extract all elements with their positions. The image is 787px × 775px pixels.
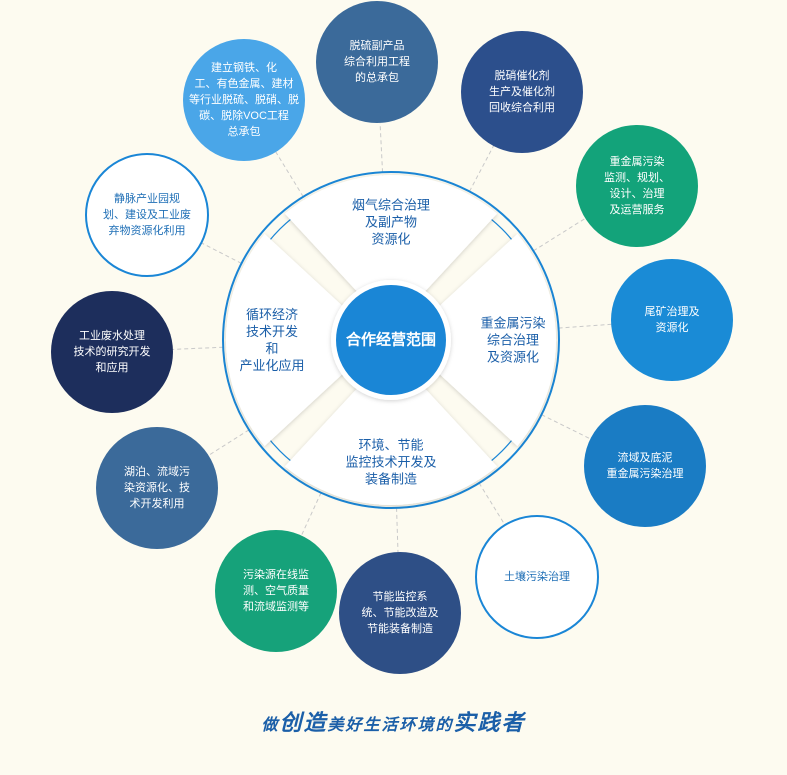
scope-circle-9-line-1: 湖泊、流域污	[124, 464, 190, 478]
scope-circle-2-line-3: 回收综合利用	[489, 100, 555, 114]
scope-circle-11-line-1: 静脉产业园规	[114, 191, 180, 205]
center-hub-fill	[336, 285, 446, 395]
scope-circle-8-line-3: 和流域监测等	[243, 599, 309, 613]
scope-circle-1-line-3: 的总承包	[355, 70, 399, 84]
scope-circle-6-line-1: 土壤污染治理	[504, 569, 570, 583]
sector-shape-bottom	[284, 383, 498, 506]
sector-shape-left	[225, 233, 348, 447]
slogan-big2: 实践者	[453, 710, 526, 736]
center-hub: 合作经营范围	[331, 280, 451, 400]
scope-circle-2-line-1: 脱硝催化剂	[495, 68, 550, 82]
sector-group: 烟气综合治理及副产物资源化重金属污染综合治理及资源化环境、节能监控技术开发及装备…	[225, 174, 557, 506]
sector-left-line-1: 循环经济	[246, 307, 298, 322]
scope-circle-9-line-3: 术开发利用	[130, 496, 185, 510]
outer-circles: 脱硫副产品综合利用工程的总承包脱硝催化剂生产及催化剂回收综合利用重金属污染监测、…	[51, 1, 733, 674]
scope-circle-3-line-2: 监测、规划、	[604, 170, 670, 184]
scope-circle-shape-2	[461, 31, 583, 153]
ring-outer	[222, 171, 560, 509]
scope-circle-shape-10	[51, 291, 173, 413]
scope-circle-1-line-1: 脱硫副产品	[350, 38, 405, 52]
scope-circle-12-line-1: 建立钢铁、化	[211, 60, 277, 74]
slogan: 做创造美好生活环境的实践者	[0, 705, 787, 737]
slogan-mid: 美好生活环境的	[327, 715, 454, 734]
sector-bottom-line-3: 装备制造	[365, 472, 417, 487]
sector-left-line-4: 产业化应用	[239, 358, 304, 373]
scope-circle-10-line-2: 技术的研究开发	[74, 344, 151, 358]
scope-circle-9-line-2: 染资源化、技	[124, 480, 190, 494]
scope-circle-8-line-2: 测、空气质量	[243, 583, 309, 597]
scope-circle-4-line-2: 资源化	[656, 320, 689, 334]
sector-left-line-2: 技术开发	[246, 324, 298, 339]
scope-circle-shape-3	[576, 125, 698, 247]
sector-left-line-3: 和	[265, 341, 278, 356]
scope-circle-4-line-1: 尾矿治理及	[645, 304, 700, 318]
slogan-pre: 做	[261, 715, 280, 734]
scope-circle-1-line-2: 综合利用工程	[344, 54, 410, 68]
scope-circle-shape-4	[611, 259, 733, 381]
sector-shape-top	[284, 174, 498, 297]
sector-bottom-line-1: 环境、节能	[358, 438, 423, 453]
sector-right-line-1: 重金属污染	[480, 316, 545, 331]
scope-circle-5-line-1: 流域及底泥	[618, 450, 673, 464]
scope-circle-7-line-2: 统、节能改造及	[362, 605, 439, 619]
sector-top-line-1: 烟气综合治理	[352, 198, 430, 213]
center-label: 合作经营范围	[345, 331, 436, 349]
scope-circle-shape-7	[339, 552, 461, 674]
scope-circle-shape-1	[316, 1, 438, 123]
scope-circle-3-line-4: 及运营服务	[610, 202, 665, 216]
scope-circle-shape-6	[475, 515, 599, 639]
sector-right-line-3: 及资源化	[487, 350, 539, 365]
scope-circle-shape-5	[584, 405, 706, 527]
business-scope-diagram: 烟气综合治理及副产物资源化重金属污染综合治理及资源化环境、节能监控技术开发及装备…	[51, 1, 733, 674]
sector-shape-right	[434, 233, 557, 447]
scope-circle-shape-12	[183, 39, 305, 161]
scope-circle-3-line-1: 重金属污染	[610, 154, 665, 168]
scope-circle-12-line-4: 碳、脱除VOC工程	[199, 108, 289, 122]
scope-circle-8-line-1: 污染源在线监	[243, 567, 309, 581]
scope-circle-5-line-2: 重金属污染治理	[607, 466, 684, 480]
slogan-big1: 创造	[279, 710, 328, 736]
scope-circle-shape-9	[96, 427, 218, 549]
scope-circle-12-line-2: 工、有色金属、建材	[195, 76, 294, 90]
scope-circle-6: 土壤污染治理	[475, 515, 599, 639]
sector-top-line-2: 及副产物	[365, 215, 417, 230]
scope-circle-11-line-2: 划、建设及工业废	[103, 207, 191, 221]
scope-circle-11-line-3: 弃物资源化利用	[109, 223, 186, 237]
scope-circle-3-line-3: 设计、治理	[610, 186, 665, 200]
sector-top-line-3: 资源化	[371, 232, 410, 247]
scope-circle-shape-11	[85, 153, 209, 277]
scope-circle-10-line-1: 工业废水处理	[79, 328, 145, 342]
scope-circle-7-line-1: 节能监控系	[373, 589, 428, 603]
scope-circle-12-line-5: 总承包	[228, 124, 261, 138]
sector-bottom-line-2: 监控技术开发及	[345, 455, 436, 470]
scope-circle-shape-8	[215, 530, 337, 652]
sector-right-line-2: 综合治理	[487, 333, 539, 348]
scope-circle-10-line-3: 和应用	[96, 360, 129, 374]
scope-circle-12-line-3: 等行业脱硫、脱硝、脱	[189, 92, 299, 106]
scope-circle-7-line-3: 节能装备制造	[367, 621, 433, 635]
scope-circle-2-line-2: 生产及催化剂	[489, 84, 555, 98]
